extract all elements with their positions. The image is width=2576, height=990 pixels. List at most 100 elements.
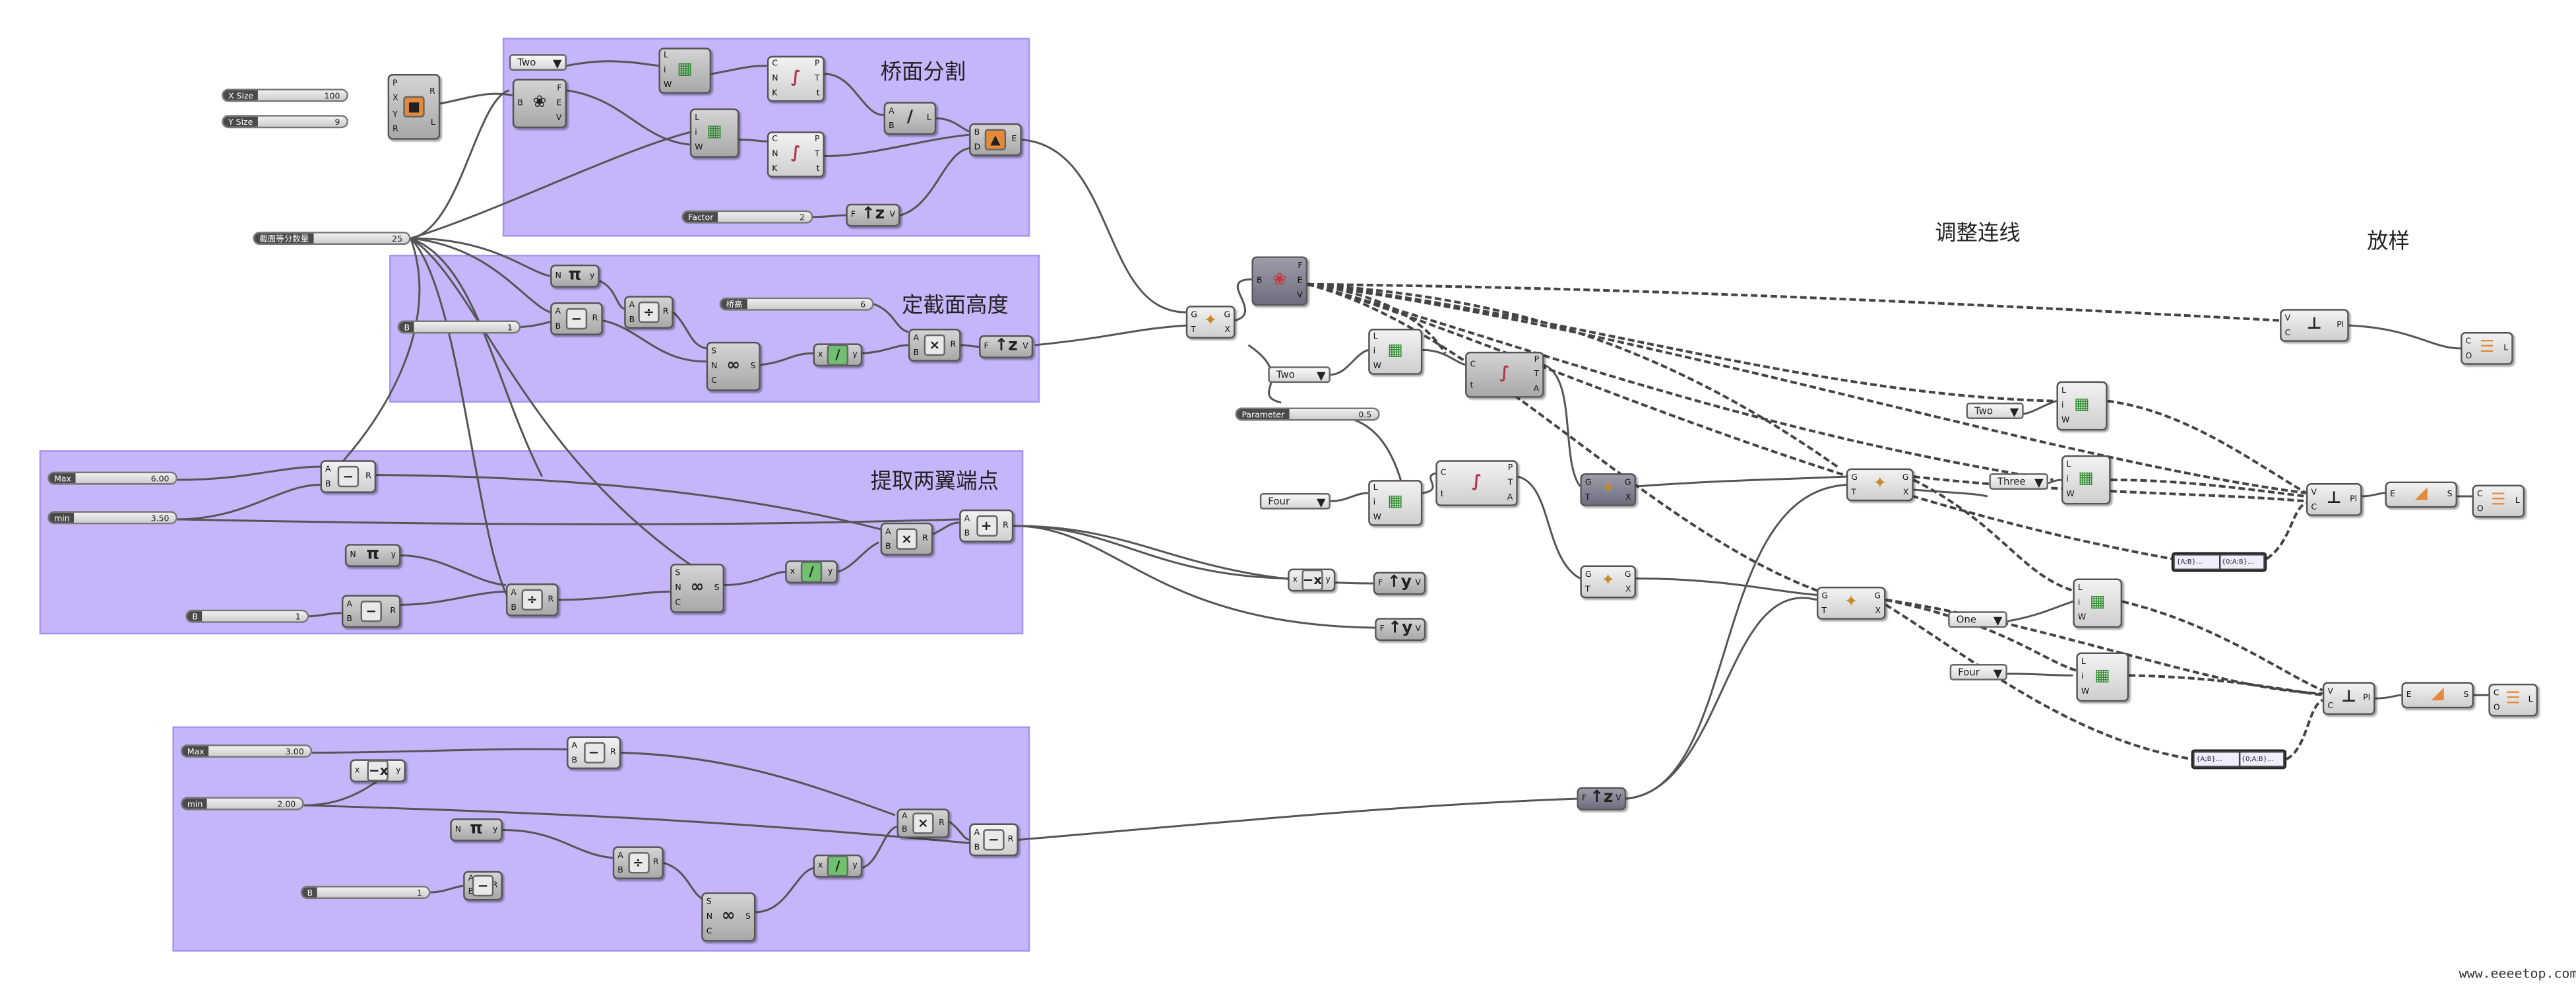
list-item-icon: ▦	[2074, 396, 2090, 414]
component-unit-y-3[interactable]: F V ↑y	[1375, 618, 1426, 642]
component-unit-z-2[interactable]: F V ↑z	[1577, 787, 1627, 810]
value-list-two-right[interactable]: Two▼	[1966, 403, 2024, 419]
wire	[1235, 278, 1252, 321]
component-sine-1[interactable]: x y ∕	[813, 343, 863, 367]
data-panel-1[interactable]: {A;B}…{0;A;B}…	[2171, 552, 2267, 572]
pi-icon: π	[366, 545, 380, 564]
value-list-four-right[interactable]: Four▼	[1949, 663, 2007, 680]
wire	[1021, 139, 1186, 314]
value-list-four-mid[interactable]: Four▼	[1259, 493, 1331, 510]
function-icon: ∕	[800, 561, 823, 583]
slider-x-size[interactable]: X Size 100	[222, 88, 348, 102]
component-pi-2[interactable]: N y π	[344, 544, 401, 568]
slider-b2[interactable]: B 1	[185, 609, 309, 623]
data-panel-2[interactable]: {A;B}…{0;A;B}…	[2191, 749, 2287, 770]
component-shift-2[interactable]: E S ◢	[2401, 682, 2474, 709]
list-item-icon: ▦	[707, 123, 722, 142]
slider-b3[interactable]: B 1	[300, 886, 431, 900]
list-item-icon: ▦	[2089, 593, 2106, 612]
slider-max2[interactable]: Max 3.00	[180, 744, 313, 758]
slider-min2[interactable]: min 2.00	[180, 797, 304, 810]
slider-min1[interactable]: min 3.50	[47, 511, 177, 525]
wire	[440, 92, 513, 105]
wire	[2023, 400, 2057, 415]
component-unit-y-1[interactable]: F V ↑z	[979, 335, 1034, 358]
divide-curve-icon: ∫	[790, 145, 801, 163]
dashed-wire	[2266, 502, 2307, 560]
component-sine-3[interactable]: x y ∕	[813, 854, 863, 878]
component-sine-2[interactable]: x y ∕	[785, 560, 838, 583]
shift-icon: ◢	[2431, 685, 2444, 704]
dropdown-triangle-icon: ▼	[1993, 667, 2003, 680]
value-list-two-mid[interactable]: Two▼	[1268, 366, 1331, 383]
wire	[1034, 324, 1188, 346]
component-shift-1[interactable]: E S ◢	[2385, 481, 2458, 508]
slider-parameter[interactable]: Parameter 0.5	[1235, 407, 1380, 421]
component-pi-3[interactable]: N y π	[450, 818, 503, 842]
component-unit-z-factor[interactable]: F V ↑z	[846, 203, 900, 227]
list-item-icon: ▦	[1387, 341, 1404, 360]
component-negative[interactable]: x y −x	[350, 759, 406, 783]
slider-y-size[interactable]: Y Size 9	[222, 115, 348, 129]
slider-section-count[interactable]: 截面等分数量 25	[253, 232, 411, 246]
series-icon: ∞	[726, 356, 741, 375]
subtract-icon: −	[360, 601, 382, 622]
slider-factor[interactable]: Factor 2	[681, 210, 813, 224]
component-pi-1[interactable]: N y π	[550, 264, 600, 288]
slider-b1[interactable]: B 1	[397, 320, 521, 334]
slider-max1[interactable]: Max 6.00	[47, 471, 177, 485]
component-negative-2[interactable]: x y −x	[1288, 568, 1336, 592]
component-unit-y-2[interactable]: F V ↑y	[1373, 572, 1426, 595]
slider-bridge-height[interactable]: 桥高 6	[719, 297, 874, 311]
evaluate-curve-icon: ∫	[1471, 473, 1482, 492]
value-list-two-top[interactable]: Two▼	[509, 54, 567, 71]
value-list-three[interactable]: Three▼	[1989, 473, 2049, 490]
value-list-one[interactable]: One▼	[1948, 611, 2007, 628]
